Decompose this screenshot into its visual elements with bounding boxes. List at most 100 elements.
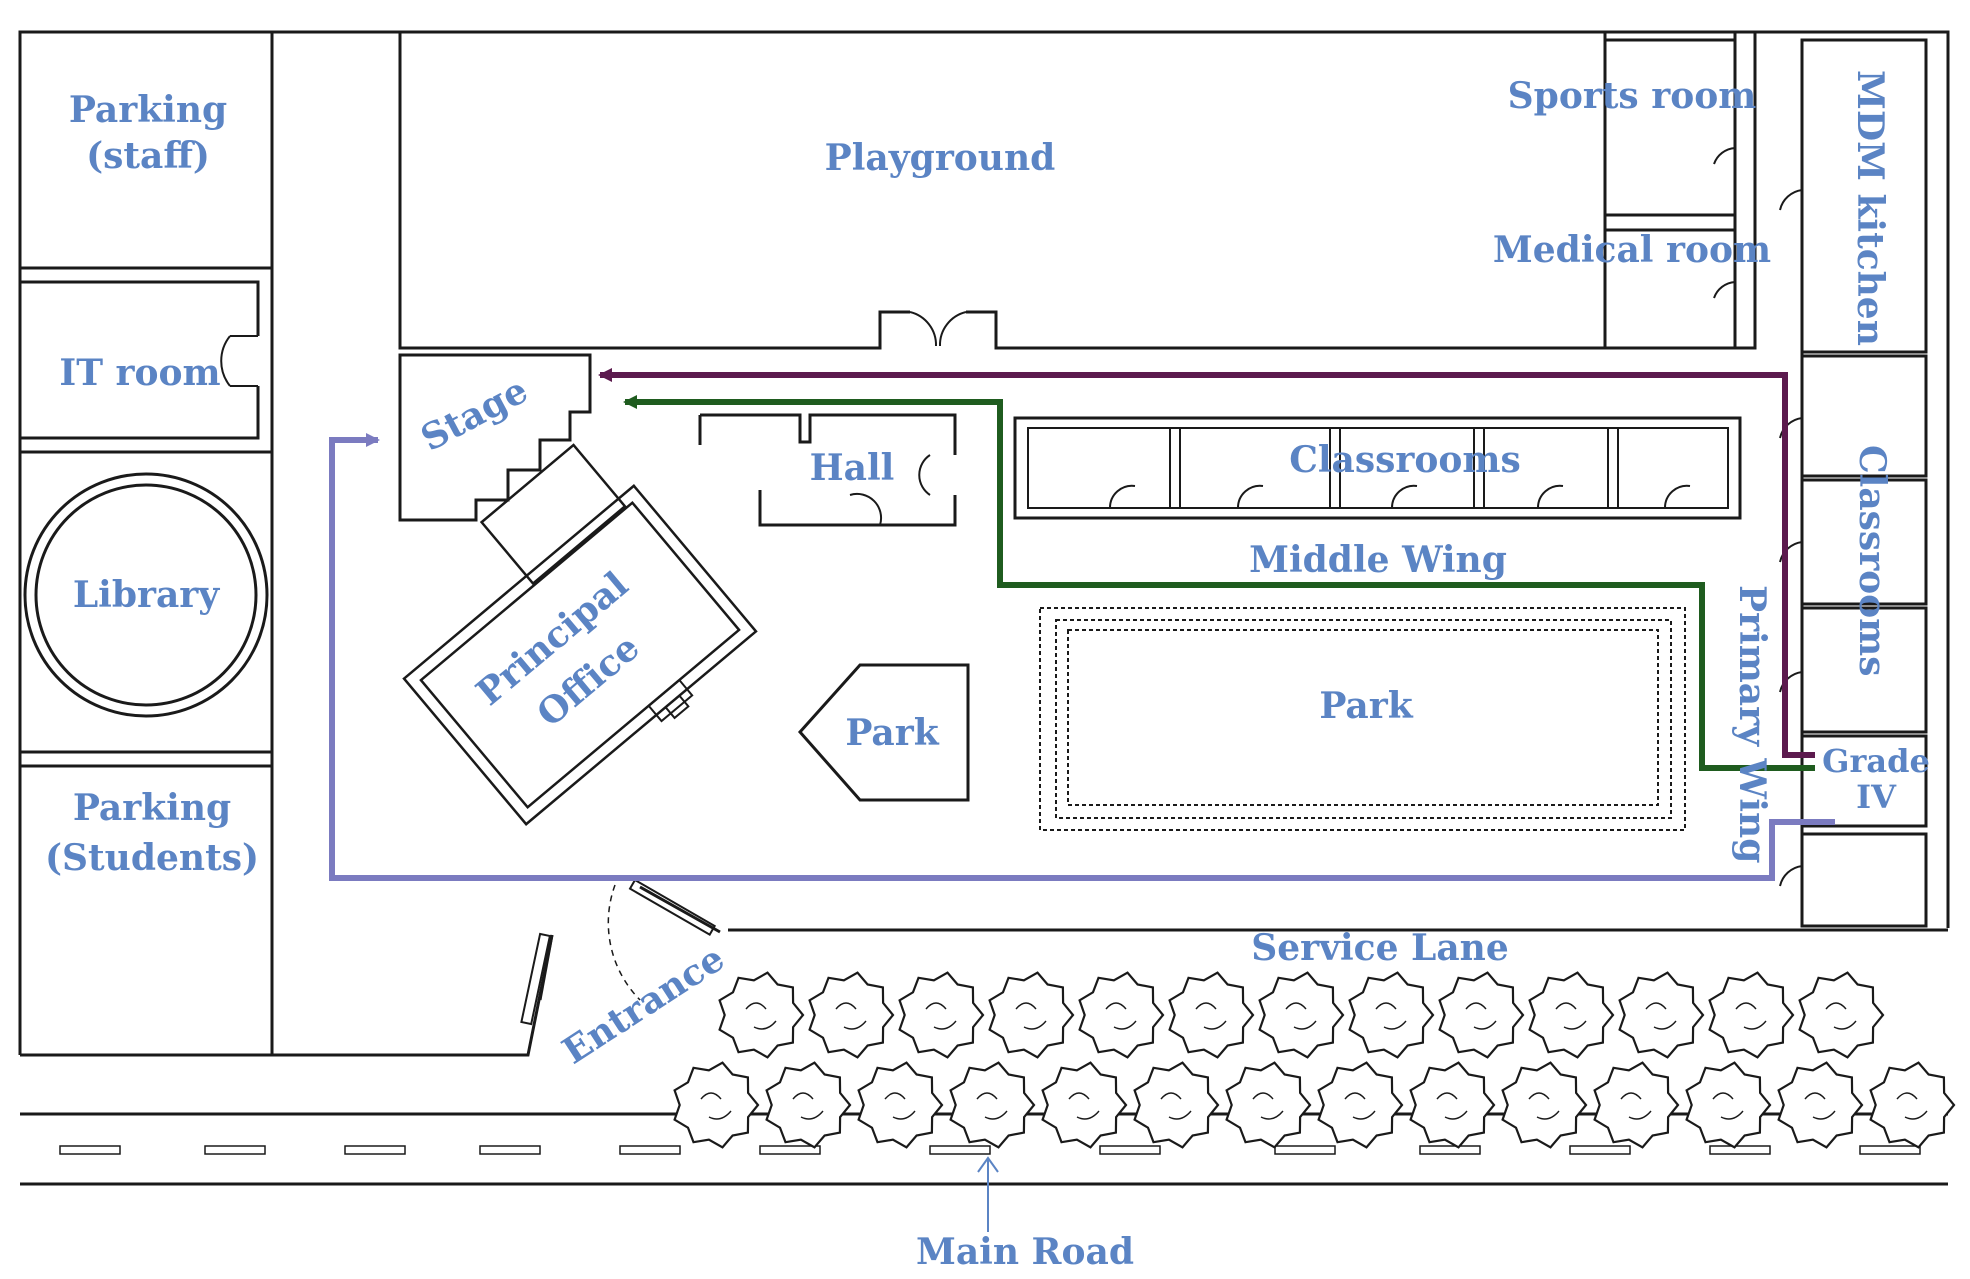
principal-office <box>402 443 758 826</box>
tree-detail <box>1252 1092 1284 1120</box>
primary-wing-label: Primary Wing <box>1731 585 1773 863</box>
large-park <box>1039 607 1686 831</box>
tree-detail <box>1015 1002 1047 1030</box>
tree-rows <box>673 971 1956 1149</box>
tree-canopy <box>765 1061 852 1149</box>
sports-room-label: Sports room <box>1508 75 1757 117</box>
tree-canopy <box>1041 1061 1128 1149</box>
hall-building <box>698 413 957 527</box>
lane-marking <box>1859 1145 1921 1155</box>
tree-detail <box>1436 1092 1468 1120</box>
tree-canopy <box>1258 971 1345 1059</box>
tree-detail <box>1160 1092 1192 1120</box>
lane-markings <box>59 1145 1921 1155</box>
outer-boundary <box>18 30 1950 1057</box>
parking-students-label-line2: (Students) <box>45 837 259 879</box>
green-route <box>623 395 1815 771</box>
tree-canopy <box>1798 971 1885 1059</box>
tree-canopy <box>673 1061 760 1149</box>
stage <box>398 353 592 522</box>
tree-canopy <box>1168 971 1255 1059</box>
medical-room-label: Medical room <box>1493 229 1771 271</box>
tree-detail <box>1344 1092 1376 1120</box>
tree-detail <box>976 1092 1008 1120</box>
tree-canopy <box>898 971 985 1059</box>
tree-detail <box>1105 1002 1137 1030</box>
tree-detail <box>1528 1092 1560 1120</box>
tree-canopy <box>1869 1061 1956 1149</box>
parking-staff-label-line1: Parking <box>69 89 227 131</box>
tree-canopy <box>1438 971 1525 1059</box>
tree-canopy <box>1708 971 1795 1059</box>
large-park-label: Park <box>1319 685 1413 727</box>
playground-area <box>398 32 1607 350</box>
purple-route <box>598 368 1815 758</box>
service-lane-label: Service Lane <box>1251 927 1509 969</box>
lavender-route <box>329 433 1835 881</box>
parking-students-label-line1: Parking <box>73 787 231 829</box>
library-label: Library <box>73 574 220 616</box>
tree-detail <box>925 1002 957 1030</box>
entrance-gate <box>520 878 717 1026</box>
small-park <box>797 663 970 802</box>
tree-detail <box>745 1002 777 1030</box>
grade-iv-label-line2: IV <box>1856 778 1897 816</box>
tree-canopy <box>988 971 1075 1059</box>
tree-detail <box>1620 1092 1652 1120</box>
tree-canopy <box>1409 1061 1496 1149</box>
tree-canopy <box>1685 1061 1772 1149</box>
tree-detail <box>1555 1002 1587 1030</box>
tree-detail <box>1285 1002 1317 1030</box>
tree-canopy <box>718 971 805 1059</box>
tree-canopy <box>1225 1061 1312 1149</box>
routes <box>329 368 1835 881</box>
main-road-label: Main Road <box>916 1231 1134 1273</box>
tree-canopy <box>1777 1061 1864 1149</box>
mdm-kitchen-label: MDM kitchen <box>1849 70 1891 346</box>
tree-canopy <box>1133 1061 1220 1149</box>
tree-detail <box>1735 1002 1767 1030</box>
tree-detail <box>1712 1092 1744 1120</box>
parking-staff-label-line2: (staff) <box>86 135 210 177</box>
tree-canopy <box>1593 1061 1680 1149</box>
classrooms-middle-label: Classrooms <box>1289 439 1521 481</box>
tree-detail <box>700 1092 732 1120</box>
entrance-label: Entrance <box>555 937 732 1072</box>
tree-detail <box>792 1092 824 1120</box>
hall-label: Hall <box>810 447 895 489</box>
middle-wing-label: Middle Wing <box>1249 539 1507 581</box>
tree-canopy <box>857 1061 944 1149</box>
tree-canopy <box>1348 971 1435 1059</box>
tree-canopy <box>1528 971 1615 1059</box>
tree-canopy <box>808 971 895 1059</box>
tree-detail <box>1465 1002 1497 1030</box>
lane-marking <box>204 1145 266 1155</box>
tree-detail <box>884 1092 916 1120</box>
lane-marking <box>1274 1145 1336 1155</box>
tree-canopy <box>1078 971 1165 1059</box>
left-column <box>20 32 274 1055</box>
tree-detail <box>1375 1002 1407 1030</box>
middle-classrooms <box>1013 416 1742 520</box>
grade-iv-label-line1: Grade <box>1822 742 1930 780</box>
tree-canopy <box>1501 1061 1588 1149</box>
tree-detail <box>1195 1002 1227 1030</box>
tree-detail <box>1825 1002 1857 1030</box>
small-park-label: Park <box>845 712 939 754</box>
lane-marking <box>619 1145 681 1155</box>
lane-marking <box>344 1145 406 1155</box>
lane-marking <box>1419 1145 1481 1155</box>
tree-detail <box>1804 1092 1836 1120</box>
stage-label: Stage <box>414 369 534 460</box>
sports-medical-block <box>1603 30 1757 350</box>
lane-marking <box>479 1145 541 1155</box>
lane-marking <box>759 1145 821 1155</box>
lane-marking <box>59 1145 121 1155</box>
tree-detail <box>835 1002 867 1030</box>
it-room-label: IT room <box>59 352 220 394</box>
lane-marking <box>1099 1145 1161 1155</box>
tree-detail <box>1068 1092 1100 1120</box>
playground-label: Playground <box>825 137 1056 179</box>
tree-detail <box>1645 1002 1677 1030</box>
